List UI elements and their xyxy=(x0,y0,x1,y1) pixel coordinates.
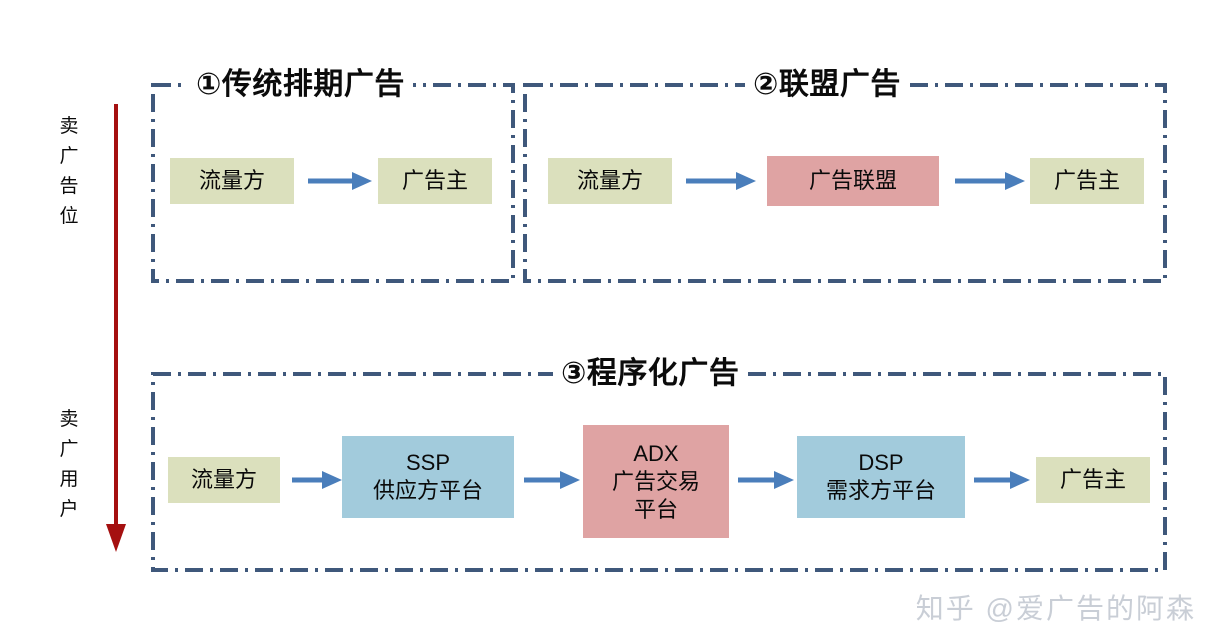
axis-label-char: 卖 xyxy=(59,409,79,430)
arrow-p1-1 xyxy=(308,172,372,190)
node-dsp[interactable]: DSP 需求方平台 xyxy=(797,436,965,518)
node-traffic-party-1[interactable]: 流量方 xyxy=(170,158,294,204)
watermark: 知乎 @爱广告的阿森 xyxy=(915,593,1196,624)
axis-label-char: 广 xyxy=(59,439,79,460)
axis-label-char: 告 xyxy=(59,176,79,197)
node-advertiser-2[interactable]: 广告主 xyxy=(1030,158,1144,204)
axis-label-char: 用 xyxy=(59,469,79,490)
axis-label-sell-ad-users: 卖 广 用 户 xyxy=(52,405,86,525)
arrow-p3-4 xyxy=(974,471,1030,489)
node-traffic-party-2[interactable]: 流量方 xyxy=(548,158,672,204)
node-ssp[interactable]: SSP 供应方平台 xyxy=(342,436,514,518)
axis-label-sell-ad-slots: 卖 广 告 位 xyxy=(52,112,86,232)
panel-1-title: ①传统排期广告 xyxy=(188,59,413,103)
node-traffic-party-3[interactable]: 流量方 xyxy=(168,457,280,503)
arrow-p3-1 xyxy=(292,471,342,489)
arrow-p3-2 xyxy=(524,471,580,489)
node-ad-network[interactable]: 广告联盟 xyxy=(767,156,939,206)
arrow-p2-1 xyxy=(686,172,756,190)
node-adx[interactable]: ADX 广告交易 平台 xyxy=(583,425,729,538)
arrow-p3-3 xyxy=(738,471,794,489)
axis-label-char: 户 xyxy=(59,499,79,520)
panel-3-title: ③程序化广告 xyxy=(553,348,748,392)
arrow-p2-2 xyxy=(955,172,1025,190)
vertical-red-arrow xyxy=(106,104,126,552)
node-advertiser-3[interactable]: 广告主 xyxy=(1036,457,1150,503)
axis-label-char: 卖 xyxy=(59,116,79,137)
panel-2-title: ②联盟广告 xyxy=(745,59,909,103)
axis-label-char: 广 xyxy=(59,146,79,167)
node-advertiser-1[interactable]: 广告主 xyxy=(378,158,492,204)
axis-label-char: 位 xyxy=(59,206,79,227)
